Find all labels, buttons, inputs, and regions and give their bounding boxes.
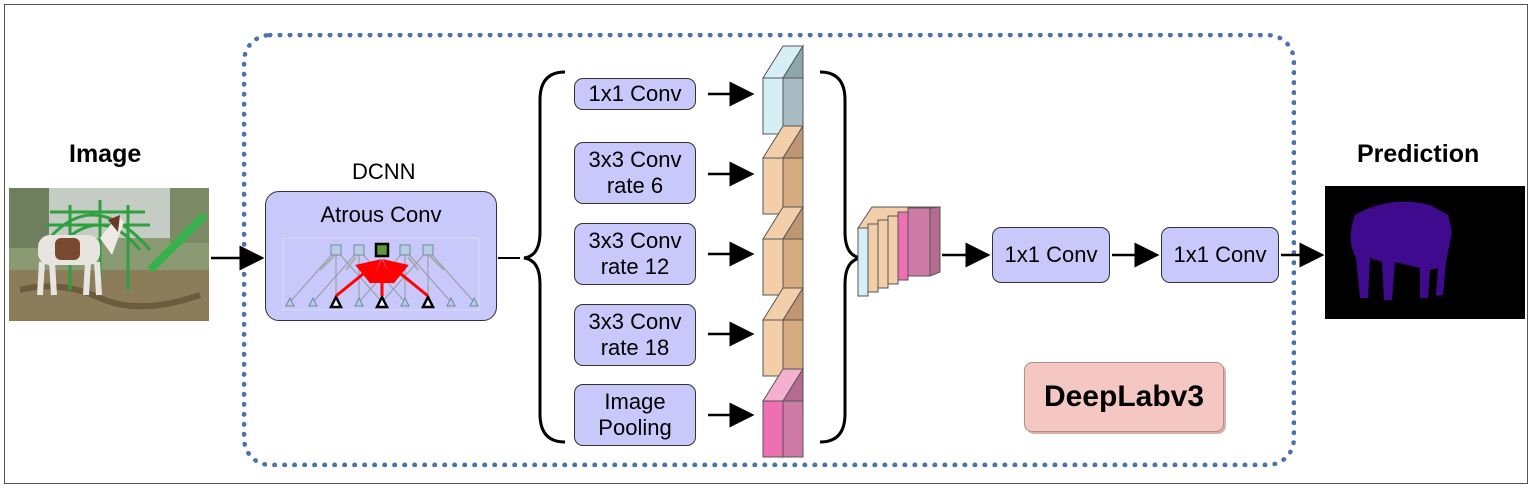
feature-slabs bbox=[762, 44, 804, 459]
atrous-conv-label: Atrous Conv bbox=[320, 202, 442, 227]
slab-rate18 bbox=[762, 286, 804, 378]
left-brace bbox=[523, 70, 566, 444]
aspp-branch-rate6: 3x3 Conv rate 6 bbox=[574, 142, 696, 204]
slab-1x1 bbox=[762, 44, 804, 136]
aspp-branch-1x1-conv: 1x1 Conv bbox=[574, 78, 696, 110]
concat-stack bbox=[857, 206, 941, 297]
aspp-branch-image-pooling: Image Pooling bbox=[574, 384, 696, 446]
right-brace bbox=[819, 70, 862, 444]
aspp-branch-rate12: 3x3 Conv rate 12 bbox=[574, 223, 696, 285]
prediction-mask bbox=[1325, 186, 1525, 319]
slab-pooling bbox=[762, 367, 804, 459]
post-conv-1: 1x1 Conv bbox=[992, 227, 1110, 283]
prediction-label: Prediction bbox=[1357, 140, 1480, 168]
image-label: Image bbox=[69, 140, 142, 168]
post-conv-2: 1x1 Conv bbox=[1161, 227, 1279, 283]
dcnn-label: DCNN bbox=[352, 159, 416, 184]
slab-rate12 bbox=[762, 205, 804, 297]
atrous-conv-illustration bbox=[282, 237, 480, 311]
aspp-branch-rate18: 3x3 Conv rate 18 bbox=[574, 304, 696, 366]
branch-arrows bbox=[708, 81, 755, 428]
figure-frame bbox=[4, 4, 1528, 484]
deeplabv3-badge: DeepLabv3 bbox=[1024, 362, 1224, 432]
slab-rate6 bbox=[762, 124, 804, 216]
input-photo bbox=[9, 188, 209, 321]
